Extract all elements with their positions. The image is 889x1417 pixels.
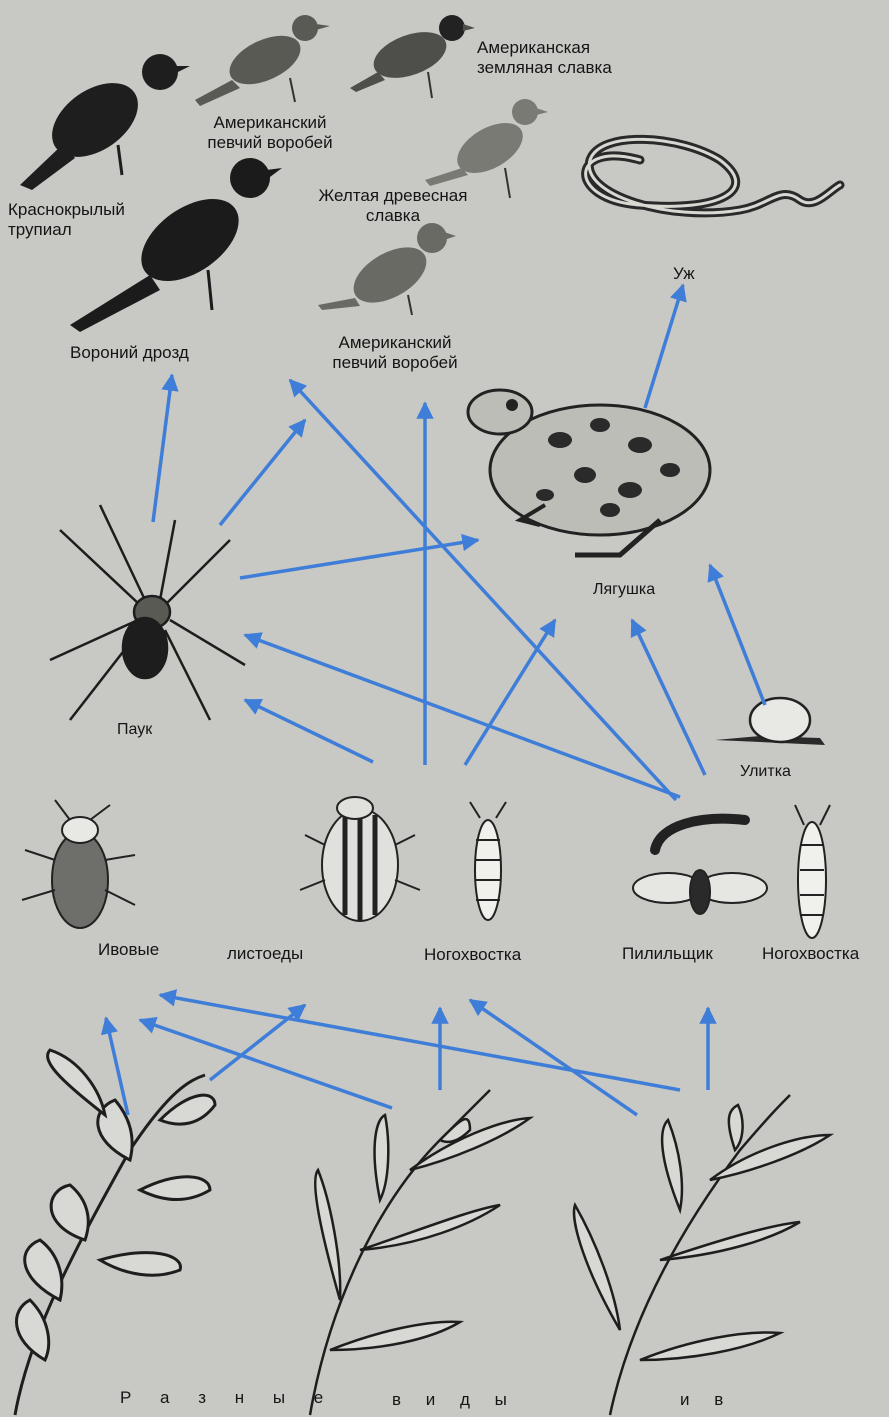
song-sparrow-illustration bbox=[318, 223, 456, 315]
label-song-sparrow-top: Американский певчий воробей bbox=[175, 113, 365, 153]
song-sparrow-top-illustration bbox=[195, 15, 330, 106]
label-willows-1: Р а з н ы е bbox=[120, 1388, 335, 1408]
label-willows-2: в и д ы bbox=[392, 1390, 517, 1410]
red-winged-blackbird-illustration bbox=[20, 54, 190, 190]
arrow-spider-to-frog bbox=[240, 540, 478, 578]
label-spider: Паук bbox=[117, 720, 152, 740]
sawfly-larva-illustration bbox=[655, 819, 745, 850]
label-garter-snake: Уж bbox=[673, 264, 695, 284]
arrow-sawfly-to-frog bbox=[632, 620, 705, 775]
springtail-illustration-2 bbox=[795, 805, 830, 938]
willow-branch-illustration-1 bbox=[15, 1050, 215, 1415]
label-willow-beetles-2: листоеды bbox=[227, 944, 303, 964]
garter-snake-illustration bbox=[586, 139, 840, 213]
label-sawfly: Пилильщик bbox=[622, 944, 713, 964]
label-red-winged-blackbird: Краснокрылый трупиал bbox=[8, 200, 125, 240]
label-frog: Лягушка bbox=[593, 580, 655, 600]
arrow-springtail-to-frog bbox=[465, 620, 555, 765]
sawfly-illustration bbox=[633, 870, 767, 914]
label-springtail-1: Ногохвостка bbox=[424, 945, 521, 965]
arrow-willow1-to-listoedy bbox=[210, 1005, 305, 1080]
arrow-willow3-to-beetles bbox=[160, 995, 680, 1090]
willow-branch-illustration-3 bbox=[574, 1095, 830, 1415]
arrow-willow2-to-beetles bbox=[140, 1020, 392, 1108]
label-snail: Улитка bbox=[740, 762, 791, 782]
arrow-beetle-to-spider bbox=[245, 700, 373, 762]
spider-illustration bbox=[50, 505, 245, 720]
springtail-illustration-1 bbox=[470, 802, 506, 920]
willow-leaf-beetle-illustration-1 bbox=[22, 800, 135, 928]
food-web-arrows bbox=[106, 285, 765, 1115]
willow-leaf-beetle-illustration-2 bbox=[300, 797, 420, 921]
label-song-sparrow: Американский певчий воробей bbox=[300, 333, 490, 373]
grackle-illustration bbox=[70, 158, 282, 332]
label-springtail-2: Ногохвостка bbox=[762, 944, 859, 964]
willow-branch-illustration-2 bbox=[310, 1090, 530, 1415]
label-grackle: Вороний дрозд bbox=[70, 343, 189, 363]
arrow-sawfly-to-spider bbox=[245, 635, 680, 797]
ground-warbler-illustration bbox=[350, 15, 475, 98]
label-willows-3: и в bbox=[680, 1390, 733, 1410]
label-willow-beetles-1: Ивовые bbox=[98, 940, 159, 960]
yellow-warbler-illustration bbox=[425, 99, 548, 198]
label-ground-warbler: Американская земляная славка bbox=[477, 38, 612, 78]
arrow-snail-to-frog bbox=[710, 565, 765, 705]
arrow-spider-to-grackle bbox=[153, 375, 172, 522]
snail-illustration bbox=[715, 698, 825, 745]
frog-illustration bbox=[468, 390, 710, 555]
arrow-spider-to-song-sparrow bbox=[220, 420, 305, 525]
label-yellow-warbler: Желтая древесная славка bbox=[288, 186, 498, 226]
arrow-frog-to-snake bbox=[645, 285, 683, 408]
